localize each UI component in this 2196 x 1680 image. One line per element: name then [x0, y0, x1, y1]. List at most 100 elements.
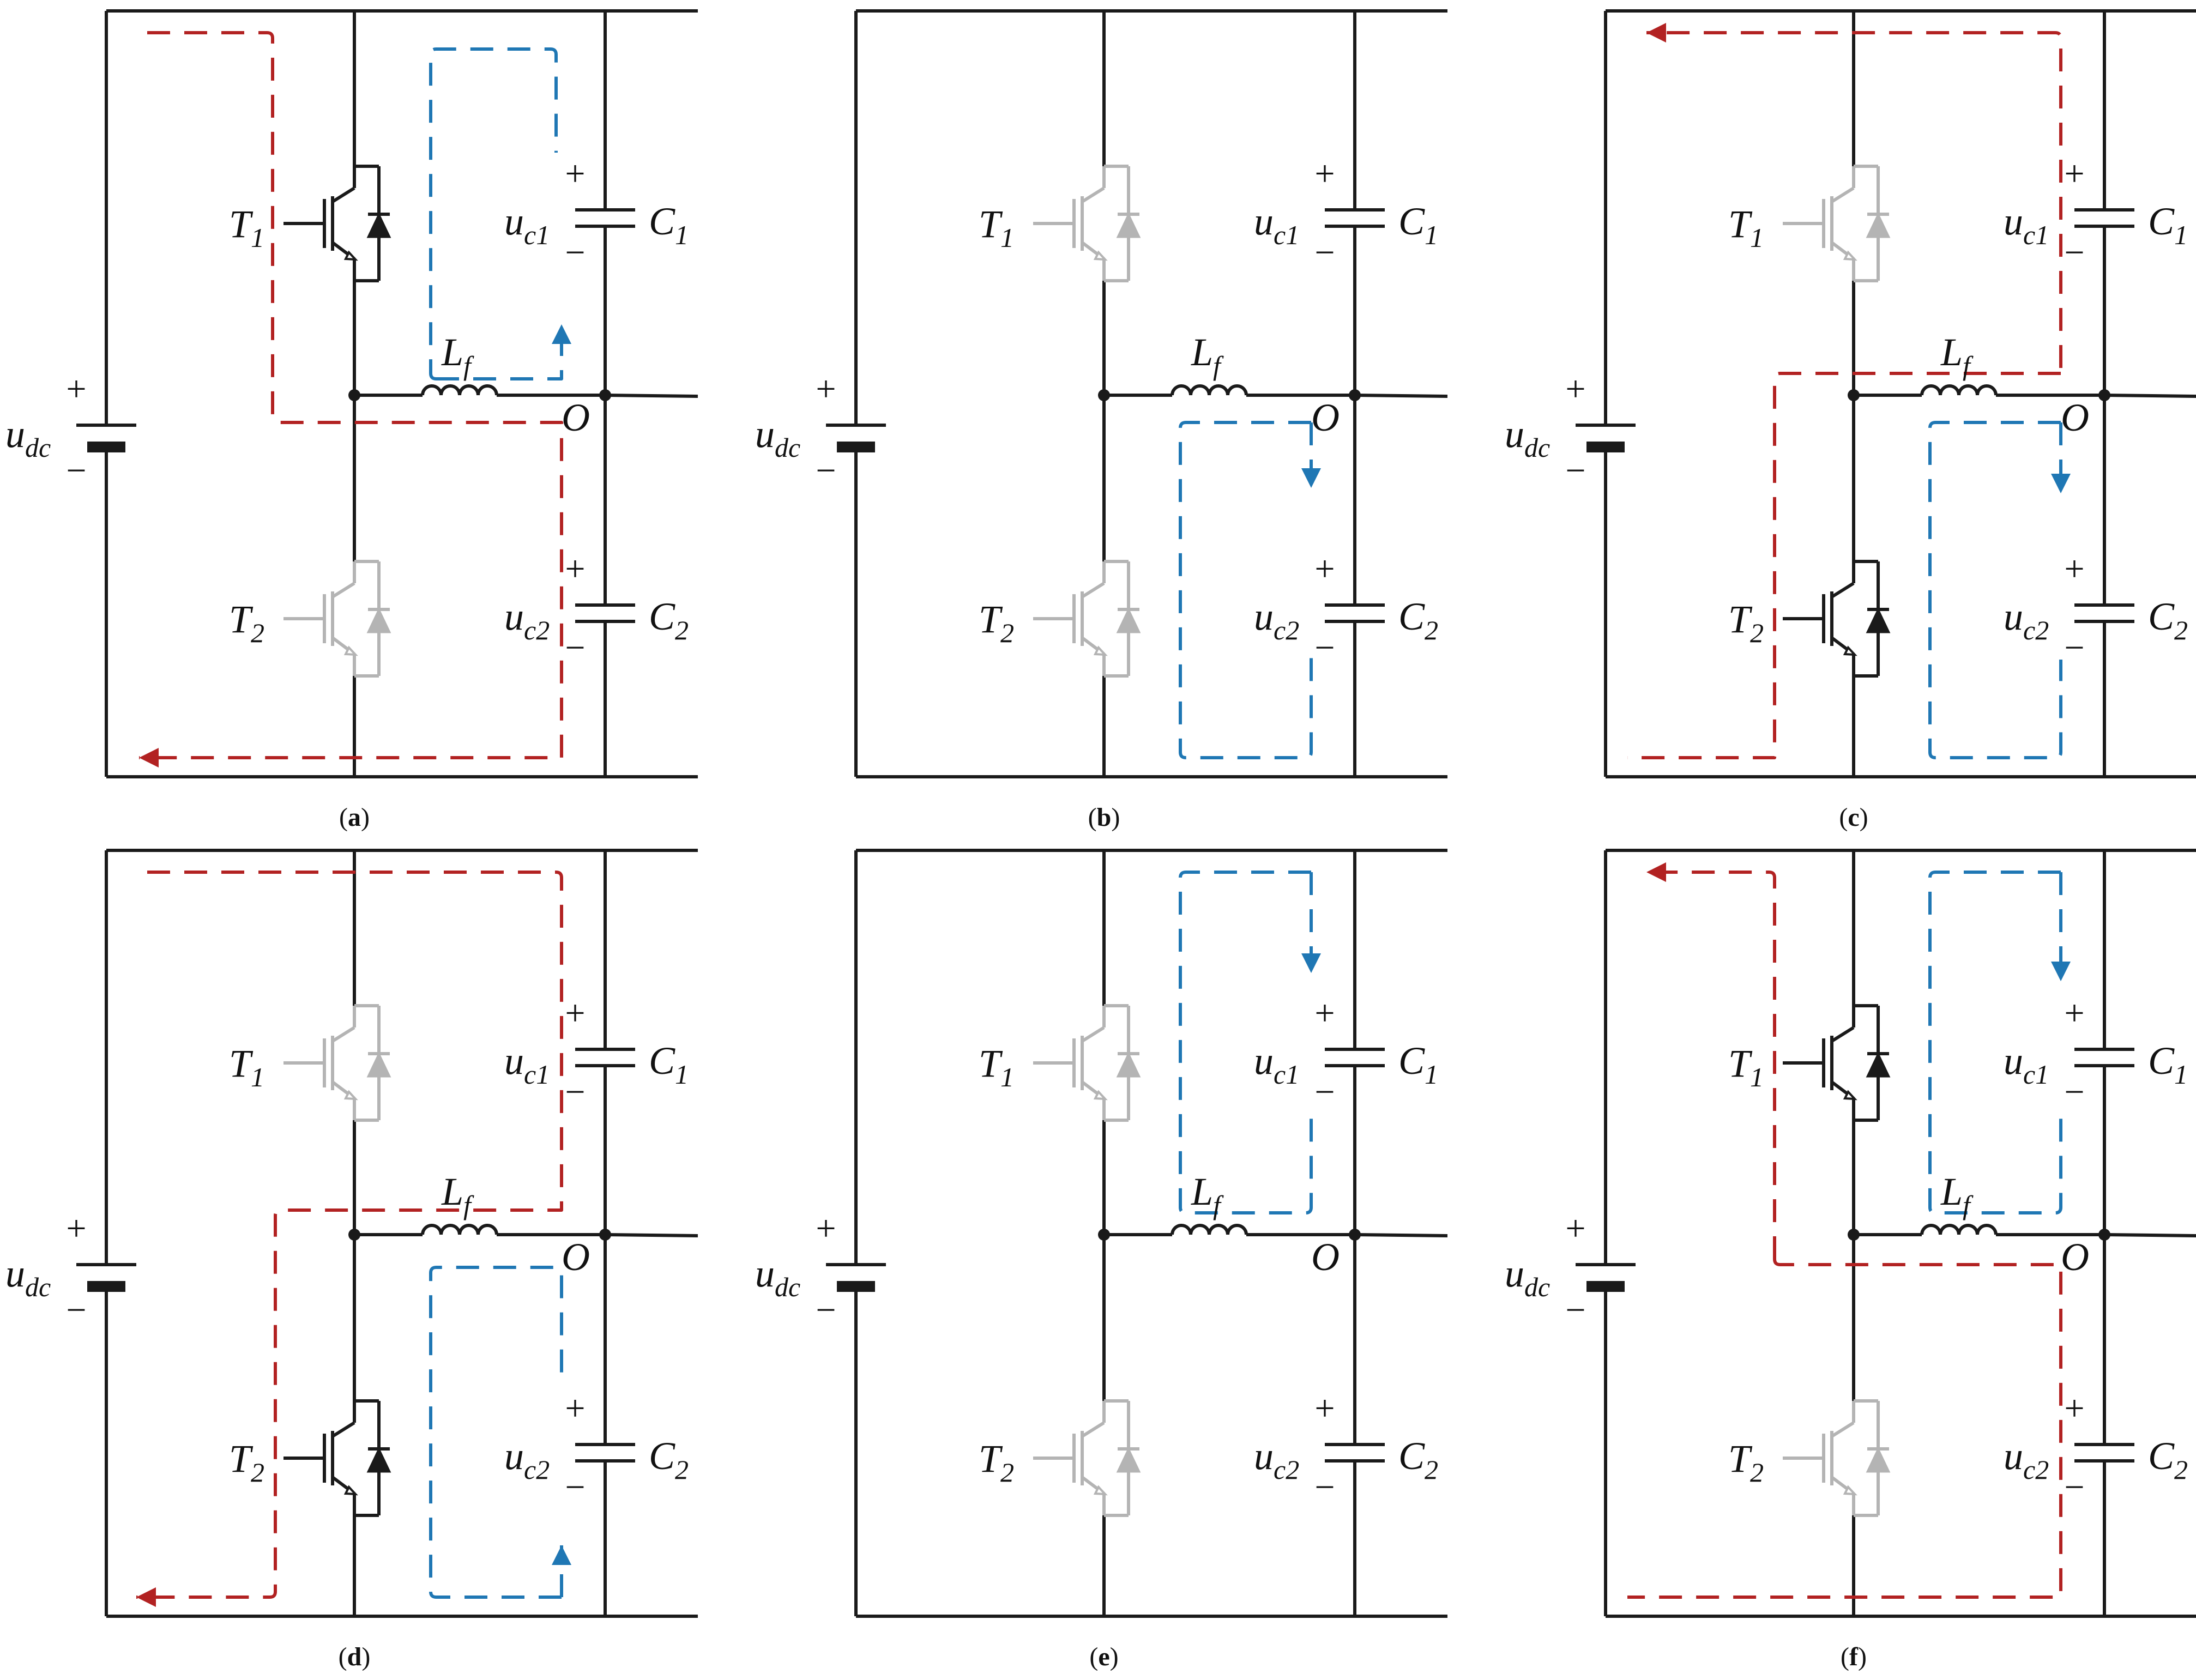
label-uc1: uc1	[2004, 1039, 2049, 1090]
label-t1: T1	[1728, 202, 1764, 253]
label-t2: T2	[1728, 597, 1764, 648]
label-uc1-main: u	[1254, 200, 1274, 243]
label-t1: T1	[979, 1042, 1014, 1092]
red-current-path	[1627, 372, 2061, 759]
label-udc-sub: dc	[775, 1272, 800, 1302]
source-plus-sign: +	[1565, 1208, 1585, 1248]
blue-current-path	[1928, 421, 2062, 759]
label-t1-sub: 1	[251, 222, 264, 253]
red-current-path	[1646, 862, 1776, 1259]
label-uc1: uc1	[504, 200, 550, 250]
label-t2-sub: 2	[1000, 1457, 1014, 1488]
label-udc-sub: dc	[25, 432, 51, 463]
c2-plus-sign: +	[2064, 549, 2084, 589]
label-uc2-sub: c2	[524, 1454, 550, 1485]
label-udc-main: u	[1505, 1252, 1524, 1295]
label-c1: C1	[2148, 1039, 2188, 1090]
label-lf-main: L	[441, 330, 463, 374]
source-minus-sign: −	[1565, 1290, 1585, 1330]
label-c2-main: C	[649, 595, 675, 638]
label-c2: C2	[1398, 595, 1438, 645]
label-udc-sub: dc	[25, 1272, 51, 1302]
label-t1-main: T	[1728, 202, 1753, 246]
label-t2-sub: 2	[251, 1457, 264, 1488]
label-uc1-sub: c1	[2023, 1059, 2049, 1090]
label-c1: C1	[649, 200, 689, 250]
label-lf: Lf	[441, 330, 474, 381]
switch-t1	[1783, 1004, 1891, 1122]
label-lf-main: L	[441, 1170, 463, 1213]
c1-plus-sign: +	[2064, 154, 2084, 194]
label-udc-sub: dc	[1524, 1272, 1550, 1302]
c1-minus-sign: −	[565, 233, 585, 273]
c2-minus-sign: −	[1314, 628, 1335, 668]
label-udc-main: u	[1505, 412, 1524, 456]
c2-minus-sign: −	[565, 628, 585, 668]
label-lf-sub: f	[1213, 1190, 1224, 1220]
label-udc-main: u	[755, 1252, 775, 1295]
label-udc: udc	[5, 412, 51, 463]
panel-caption: (e)	[1089, 1642, 1118, 1671]
red-current-path	[136, 871, 563, 1607]
label-c1-main: C	[1398, 200, 1425, 243]
label-uc2: uc2	[504, 1434, 550, 1485]
panel-caption: (f)	[1841, 1642, 1867, 1671]
label-t1: T1	[979, 202, 1014, 253]
label-node-o: O	[562, 396, 590, 439]
label-uc1-main: u	[504, 200, 524, 243]
label-c2-main: C	[2148, 1434, 2175, 1478]
label-c2-main: C	[1398, 1434, 1425, 1478]
label-uc1-sub: c1	[1274, 1059, 1299, 1090]
label-c1: C1	[1398, 200, 1438, 250]
label-lf-sub: f	[1963, 1190, 1974, 1220]
c1-plus-sign: +	[2064, 993, 2084, 1033]
c1-plus-sign: +	[565, 993, 585, 1033]
label-uc1-sub: c1	[524, 1059, 550, 1090]
label-t1-sub: 1	[1000, 222, 1014, 253]
label-t2: T2	[229, 597, 264, 648]
label-udc: udc	[755, 1252, 800, 1302]
blue-current-path	[429, 47, 558, 380]
label-lf-main: L	[1940, 330, 1963, 374]
panel-letter: b	[1097, 803, 1112, 832]
label-uc2-sub: c2	[2023, 615, 2049, 645]
label-c2-sub: 2	[675, 615, 689, 645]
label-t1-main: T	[229, 202, 254, 246]
circuit-wiring	[826, 849, 1448, 1618]
switch-t1	[283, 165, 391, 282]
c1-plus-sign: +	[1314, 993, 1335, 1033]
label-uc1-sub: c1	[1274, 220, 1299, 250]
label-c2-sub: 2	[675, 1454, 689, 1485]
label-t1-sub: 1	[1750, 222, 1764, 253]
c2-plus-sign: +	[1314, 1388, 1335, 1428]
label-lf-main: L	[1191, 330, 1213, 374]
c2-minus-sign: −	[565, 1467, 585, 1507]
label-udc-main: u	[5, 412, 25, 456]
label-udc-sub: dc	[775, 432, 800, 463]
label-lf-sub: f	[1213, 350, 1224, 381]
switch-t1	[283, 1004, 391, 1122]
label-t1: T1	[229, 1042, 264, 1092]
label-lf: Lf	[1191, 330, 1224, 381]
panel-caption: (c)	[1839, 803, 1868, 832]
circuit-wiring	[1576, 9, 2196, 778]
label-t1: T1	[229, 202, 264, 253]
label-t2: T2	[979, 597, 1014, 648]
label-uc2: uc2	[2004, 595, 2049, 645]
panel-caption: (d)	[339, 1642, 371, 1671]
label-t2-main: T	[229, 1437, 254, 1480]
switch-t2	[1033, 560, 1141, 678]
blue-current-path	[436, 324, 571, 380]
panel-letter: c	[1848, 803, 1859, 832]
switch-t2	[283, 560, 391, 678]
label-c2: C2	[1398, 1434, 1438, 1485]
blue-current-path	[1928, 871, 2062, 1214]
label-t2: T2	[229, 1437, 264, 1488]
source-minus-sign: −	[816, 451, 836, 491]
label-uc2-main: u	[1254, 1434, 1274, 1478]
source-minus-sign: −	[816, 1290, 836, 1330]
label-t1-main: T	[1728, 1042, 1753, 1085]
